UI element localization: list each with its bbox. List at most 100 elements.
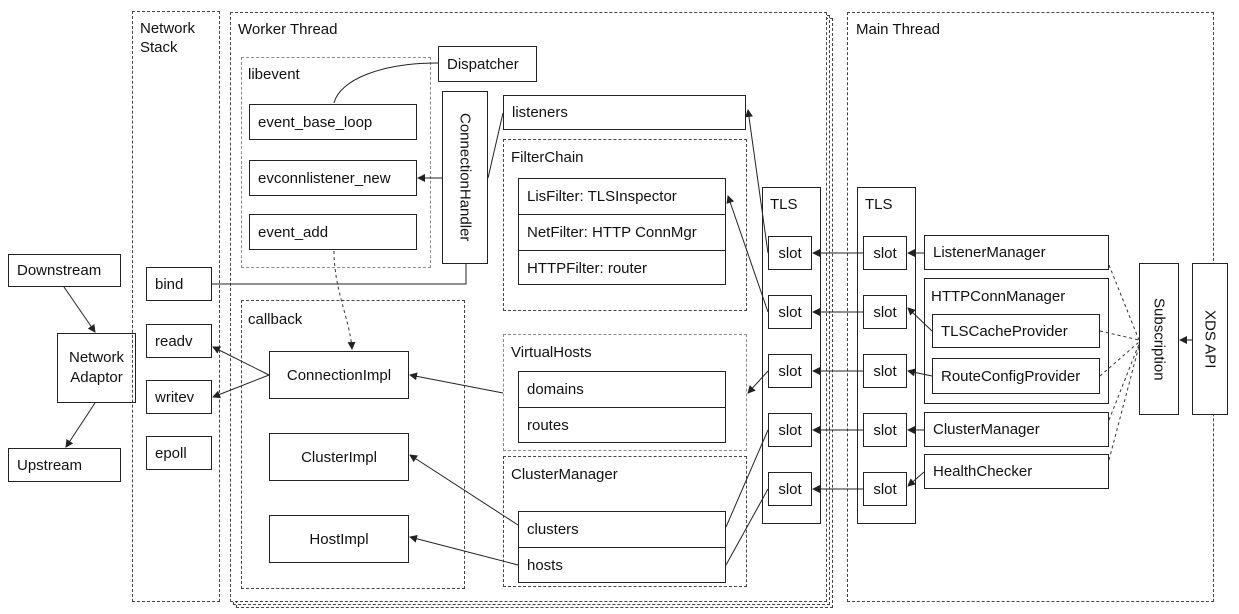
xds-api-label: XDS API <box>1201 309 1219 369</box>
subscription-label: Subscription <box>1150 297 1168 381</box>
listener-manager-box: ListenerManager <box>924 235 1109 270</box>
writev-box: writev <box>146 380 212 414</box>
main-tls-slot-label: slot <box>873 421 897 439</box>
adaptor-to-upstream-arrow <box>65 402 96 448</box>
main-tls-slot-label: slot <box>873 303 897 321</box>
route-config-provider-label: RouteConfigProvider <box>941 367 1081 385</box>
worker-tls-slot-2: slot <box>768 295 812 329</box>
readv-box: readv <box>146 324 212 358</box>
connection-impl-label: ConnectionImpl <box>286 366 392 384</box>
network-adaptor-box: Network Adaptor <box>57 333 136 403</box>
network-stack-title-line1: Network <box>140 20 196 37</box>
routes-label: routes <box>527 417 569 434</box>
net-filter-row: NetFilter: HTTP ConnMgr <box>519 215 725 251</box>
event-add-label: event_add <box>258 223 329 241</box>
main-tls-slot-label: slot <box>873 362 897 380</box>
evconnlistener-new-box: evconnlistener_new <box>249 160 417 196</box>
main-tls-slot-5: slot <box>863 472 907 506</box>
dispatcher-label: Dispatcher <box>447 55 519 73</box>
virtual-hosts-list: domains routes <box>518 371 726 443</box>
main-tls-slot-2: slot <box>863 295 907 329</box>
network-adaptor-label-line1: Network <box>68 349 124 366</box>
lis-filter-label: LisFilter: TLSInspector <box>527 188 677 205</box>
worker-tls-slot-label: slot <box>778 480 802 498</box>
readv-label: readv <box>155 332 193 350</box>
main-tls-slot-1: slot <box>863 236 907 270</box>
lis-filter-row: LisFilter: TLSInspector <box>519 179 725 215</box>
main-tls-title: TLS <box>865 196 893 213</box>
tls-cache-provider-label: TLSCacheProvider <box>941 322 1068 340</box>
virtual-hosts-title: VirtualHosts <box>511 344 592 361</box>
filter-chain-list: LisFilter: TLSInspector NetFilter: HTTP … <box>518 178 726 285</box>
clusters-row: clusters <box>519 512 725 548</box>
bind-box: bind <box>146 267 212 301</box>
domains-label: domains <box>527 381 584 398</box>
hosts-label: hosts <box>527 557 563 574</box>
filter-chain-title: FilterChain <box>511 149 584 166</box>
worker-tls-title: TLS <box>770 196 798 213</box>
xds-api-box: XDS API <box>1192 263 1228 415</box>
host-impl-label: HostImpl <box>309 530 369 548</box>
worker-cluster-manager-list: clusters hosts <box>518 511 726 583</box>
callback-title: callback <box>248 311 303 328</box>
health-checker-label: HealthChecker <box>933 463 1033 480</box>
downstream-to-adaptor-arrow <box>63 286 96 333</box>
worker-tls-slot-3: slot <box>768 354 812 388</box>
event-base-loop-label: event_base_loop <box>258 113 373 131</box>
route-config-provider-box: RouteConfigProvider <box>932 358 1100 394</box>
routes-row: routes <box>519 408 725 443</box>
net-filter-label: NetFilter: HTTP ConnMgr <box>527 224 697 241</box>
worker-tls-slot-label: slot <box>778 362 802 380</box>
hosts-row: hosts <box>519 548 725 583</box>
virtual-hosts-group <box>503 334 747 451</box>
epoll-label: epoll <box>155 444 187 462</box>
worker-tls-slot-1: slot <box>768 236 812 270</box>
listener-manager-label: ListenerManager <box>933 244 1046 261</box>
writev-label: writev <box>155 388 195 406</box>
main-tls-slot-label: slot <box>873 480 897 498</box>
worker-cluster-manager-title: ClusterManager <box>511 466 618 483</box>
main-tls-slot-label: slot <box>873 244 897 262</box>
worker-tls-slot-label: slot <box>778 244 802 262</box>
cluster-impl-label: ClusterImpl <box>301 448 377 466</box>
libevent-title: libevent <box>248 66 300 83</box>
worker-thread-title: Worker Thread <box>238 21 338 38</box>
tls-cache-provider-box: TLSCacheProvider <box>932 314 1100 348</box>
cluster-impl-box: ClusterImpl <box>269 433 409 481</box>
http-filter-row: HTTPFilter: router <box>519 251 725 286</box>
connection-impl-box: ConnectionImpl <box>269 351 409 399</box>
clusters-label: clusters <box>527 521 579 538</box>
worker-tls-slot-5: slot <box>768 472 812 506</box>
worker-tls-slot-4: slot <box>768 413 812 447</box>
listeners-box: listeners <box>503 95 746 130</box>
main-tls-slot-4: slot <box>863 413 907 447</box>
network-adaptor-label-line2: Adaptor <box>70 369 123 386</box>
main-cluster-manager-label: ClusterManager <box>933 421 1040 438</box>
health-checker-box: HealthChecker <box>924 454 1109 489</box>
host-impl-box: HostImpl <box>269 515 409 563</box>
main-tls-slot-3: slot <box>863 354 907 388</box>
dispatcher-box: Dispatcher <box>438 46 537 82</box>
http-conn-manager-title: HTTPConnManager <box>931 288 1066 305</box>
main-thread-title: Main Thread <box>856 21 940 38</box>
listeners-label: listeners <box>512 104 568 121</box>
upstream-label: Upstream <box>17 456 83 474</box>
domains-row: domains <box>519 372 725 408</box>
network-stack-title-line2: Stack <box>140 39 178 56</box>
bind-label: bind <box>155 275 184 293</box>
downstream-box: Downstream <box>8 254 121 287</box>
worker-tls-slot-label: slot <box>778 303 802 321</box>
epoll-box: epoll <box>146 436 212 470</box>
event-add-box: event_add <box>249 214 417 250</box>
event-base-loop-box: event_base_loop <box>249 104 417 140</box>
connection-handler-label: ConnectionHandler <box>456 113 474 242</box>
upstream-box: Upstream <box>8 448 121 482</box>
main-cluster-manager-box: ClusterManager <box>924 412 1109 447</box>
http-filter-label: HTTPFilter: router <box>527 260 648 277</box>
worker-tls-slot-label: slot <box>778 421 802 439</box>
evconnlistener-new-label: evconnlistener_new <box>258 169 391 187</box>
subscription-box: Subscription <box>1139 263 1179 415</box>
downstream-label: Downstream <box>17 262 102 279</box>
callback-group <box>241 300 465 589</box>
connection-handler-box: ConnectionHandler <box>442 91 488 264</box>
